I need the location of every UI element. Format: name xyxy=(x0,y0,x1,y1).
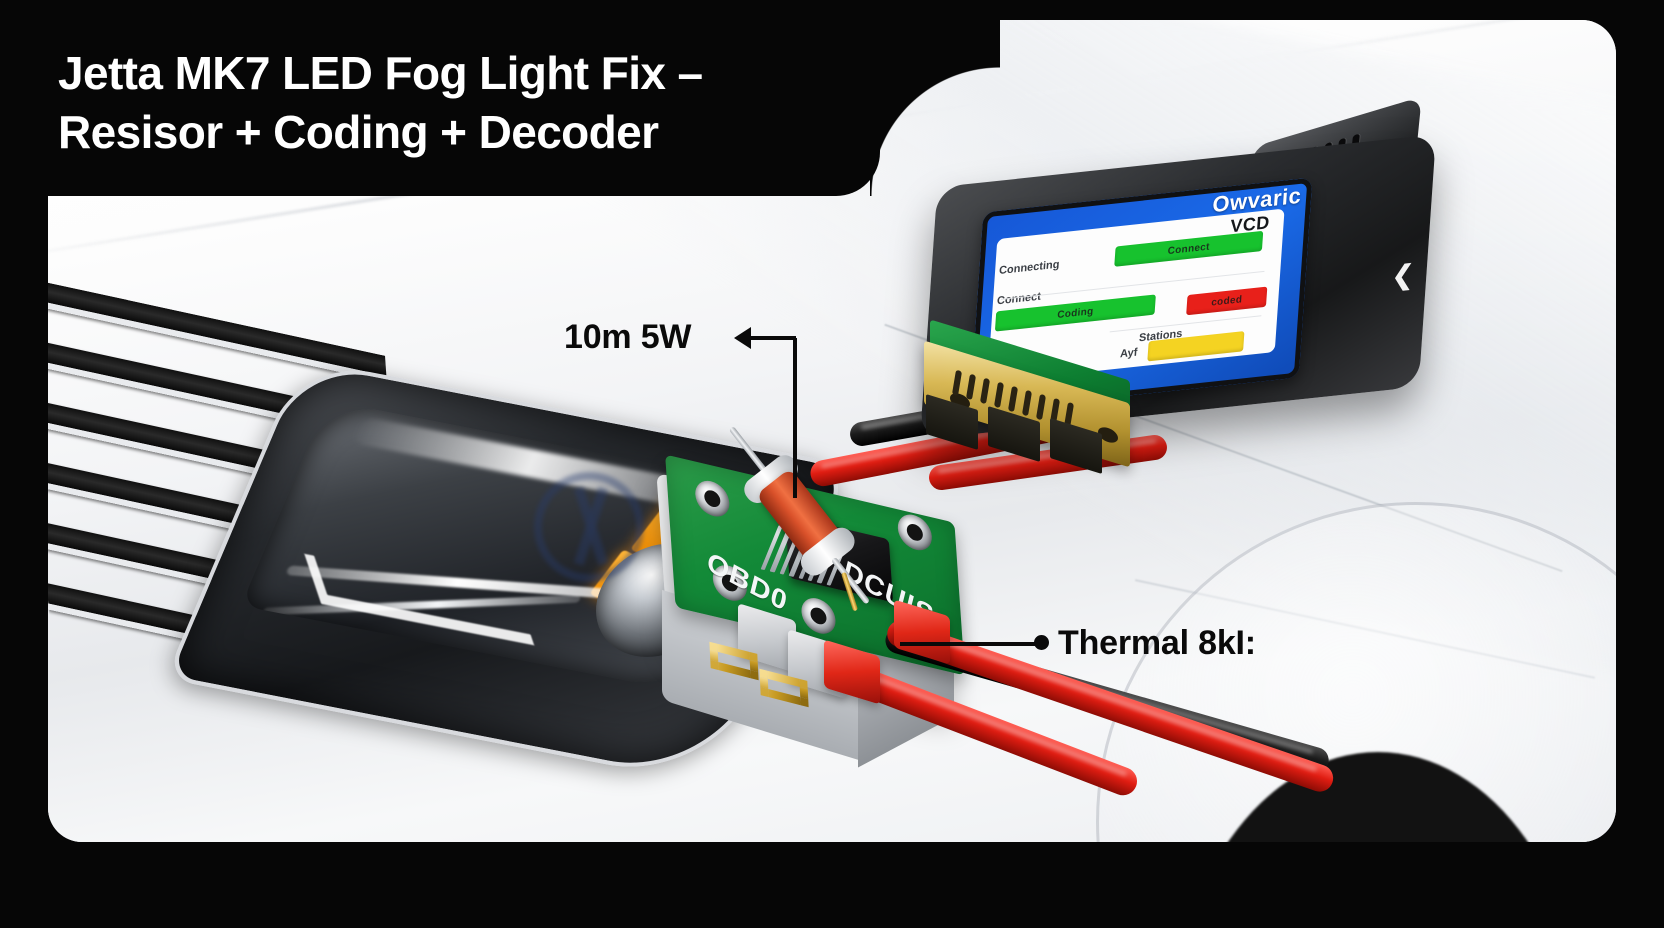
panel-divider-lower xyxy=(1109,315,1262,333)
title-banner: Jetta MK7 LED Fog Light Fix – Resisor + … xyxy=(0,0,880,196)
resistor-callout-label: 10m 5W xyxy=(564,318,692,356)
pcb-mount-pad xyxy=(694,477,731,521)
status-chip-connect[interactable]: Connect xyxy=(1114,230,1264,267)
status-label-connecting: Connecting xyxy=(998,258,1060,278)
resistor-arrow-icon xyxy=(734,327,751,349)
thermal-callout-label: Thermal 8kI: xyxy=(1058,624,1256,662)
pcb-mount-pad xyxy=(800,594,837,638)
resistor-leader-horizontal xyxy=(748,336,796,340)
page-title: Jetta MK7 LED Fog Light Fix – Resisor + … xyxy=(58,47,703,158)
pcb-mount-pad xyxy=(896,511,933,554)
vw-badge-icon xyxy=(534,472,644,582)
resistor-leader-vertical xyxy=(793,338,797,498)
status-chip-coded[interactable]: coded xyxy=(1186,286,1268,316)
chevron-right-icon: ❮ xyxy=(1391,258,1416,292)
thermal-leader-line xyxy=(900,642,1040,646)
thermal-dot-icon xyxy=(1034,635,1049,650)
